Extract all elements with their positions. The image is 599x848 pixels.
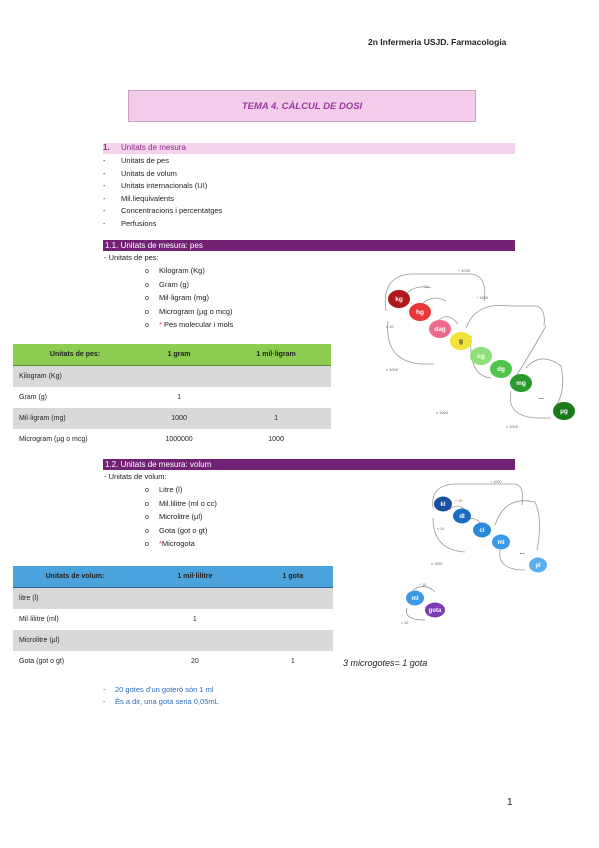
- node-dag: dag: [434, 326, 446, 333]
- diagram-label: ÷ 1000: [476, 295, 489, 300]
- section-1-number: 1.: [103, 143, 110, 152]
- list-item: Gota (got o gt): [145, 525, 217, 539]
- list-item: Perfusions: [103, 218, 222, 231]
- list-item: Mil.liequivalents: [103, 193, 222, 206]
- node-ul: µl: [535, 563, 540, 569]
- list-item: Microgram (µg o mcg): [145, 306, 233, 320]
- node-dl: dl: [459, 514, 465, 520]
- section-1-label: Unitats de mesura: [121, 143, 186, 152]
- list-item: Kilogram (Kg): [145, 265, 233, 279]
- section-1-2-list: Litre (l) Mil.lilitre (ml o cc) Microlit…: [145, 484, 217, 552]
- node-cl: cl: [479, 528, 484, 534]
- title-box: TEMA 4. CÀLCUL DE DOSI: [128, 90, 476, 122]
- node-ug: µg: [560, 408, 568, 415]
- list-item: * Pes molecular i mols: [145, 319, 233, 333]
- table-units-volume: Unitats de volum: 1 mil·lilitre 1 gota l…: [13, 566, 333, 672]
- node-ml: ml: [497, 540, 504, 546]
- diagram-label: x 10: [401, 621, 408, 625]
- node-cg: cg: [477, 353, 485, 360]
- page-number: 1: [507, 797, 513, 808]
- node-mg: mg: [516, 380, 526, 387]
- list-item: Mil.lilitre (ml o cc): [145, 498, 217, 512]
- section-1-2-bar: 1.2. Unitats de mesura: volum: [103, 459, 515, 470]
- table-row: litre (l): [13, 587, 333, 609]
- table-row: Microlitre (µl): [13, 630, 333, 651]
- section-1-2-subtitle: - Unitats de volum:: [104, 472, 167, 481]
- list-item: Unitats de volum: [103, 168, 222, 181]
- volume-conversion-diagram: ÷ 1000 ÷ 10 x 10 x 1000 kl dl cl ml ... …: [431, 480, 547, 573]
- diagram-label: ÷ 10: [421, 284, 430, 289]
- node-dg: dg: [497, 366, 505, 373]
- microgotes-note: 3 microgotes= 1 gota: [343, 658, 428, 668]
- table-header: 1 mil·ligram: [256, 351, 296, 358]
- document-header: 2n Infermeria USJD. Farmacologia: [368, 37, 507, 47]
- diagram-label: x 10: [386, 324, 394, 329]
- list-item: És a dir, una gota seria 0,05mL: [103, 696, 219, 708]
- list-item: 20 gotes d'un goteró són 1 ml: [103, 684, 219, 696]
- node-kg: kg: [395, 296, 403, 303]
- diagram-label: ÷ 1000: [490, 480, 502, 484]
- node-ellipsis: ...: [519, 550, 524, 556]
- node-gota: gota: [429, 608, 442, 614]
- list-item: Microlitre (µl): [145, 511, 217, 525]
- node-hg: hg: [416, 309, 424, 316]
- list-item: Concentracions i percentatges: [103, 205, 222, 218]
- list-item: *Microgota: [145, 538, 217, 552]
- table-row: Gram (g)1: [19, 394, 181, 401]
- ml-gota-diagram: ÷ 10 x 10 ml gota: [401, 583, 445, 625]
- diagram-label: x 10: [437, 527, 444, 531]
- table-header: Unitats de volum:: [45, 573, 105, 580]
- diagram-label: x 1000: [431, 562, 442, 566]
- node-kl: kl: [440, 502, 445, 508]
- section-1-heading: 1. Unitats de mesura: [103, 143, 515, 154]
- node-ml: ml: [411, 596, 418, 602]
- table-header: 1 gram: [167, 351, 191, 358]
- list-item: Litre (l): [145, 484, 217, 498]
- diagram-label: x 1000: [386, 367, 399, 372]
- weight-conversion-diagram: ÷ 1000 ÷ 10 x 10 x 1000 ÷ 1000 x 1000 x …: [384, 268, 575, 429]
- diagram-label: ÷ 10: [455, 499, 462, 503]
- list-item: Unitats internacionals (UI): [103, 180, 222, 193]
- section-1-list: Unitats de pes Unitats de volum Unitats …: [103, 155, 222, 230]
- table-row: Kilogram (Kg): [13, 365, 331, 387]
- list-item: Unitats de pes: [103, 155, 222, 168]
- diagram-label: ÷ 10: [419, 583, 426, 587]
- table-header: 1 gota: [282, 573, 304, 580]
- diagram-label: ÷ 1000: [458, 268, 471, 273]
- table-header: 1 mil·lilitre: [177, 573, 213, 580]
- section-1-1-bar: 1.1. Unitats de mesura: pes: [103, 240, 515, 251]
- notes-list: 20 gotes d'un goteró són 1 ml És a dir, …: [103, 684, 219, 707]
- table-header: Unitats de pes:: [49, 351, 101, 358]
- table-row: Mil·lilitre (ml)1: [19, 616, 197, 623]
- list-item: Mil·ligram (mg): [145, 292, 233, 306]
- diagram-label: x 1000: [506, 424, 519, 429]
- list-item: Gram (g): [145, 279, 233, 293]
- section-1-1-subtitle: - Unitats de pes:: [104, 253, 159, 262]
- table-units-weight: Unitats de pes: 1 gram 1 mil·ligram Kilo…: [13, 344, 331, 450]
- document-title: TEMA 4. CÀLCUL DE DOSI: [241, 100, 363, 112]
- diagram-label: x 1000: [436, 410, 449, 415]
- node-ellipsis: ...: [538, 394, 544, 401]
- node-g: g: [459, 338, 463, 345]
- section-1-1-list: Kilogram (Kg) Gram (g) Mil·ligram (mg) M…: [145, 265, 233, 333]
